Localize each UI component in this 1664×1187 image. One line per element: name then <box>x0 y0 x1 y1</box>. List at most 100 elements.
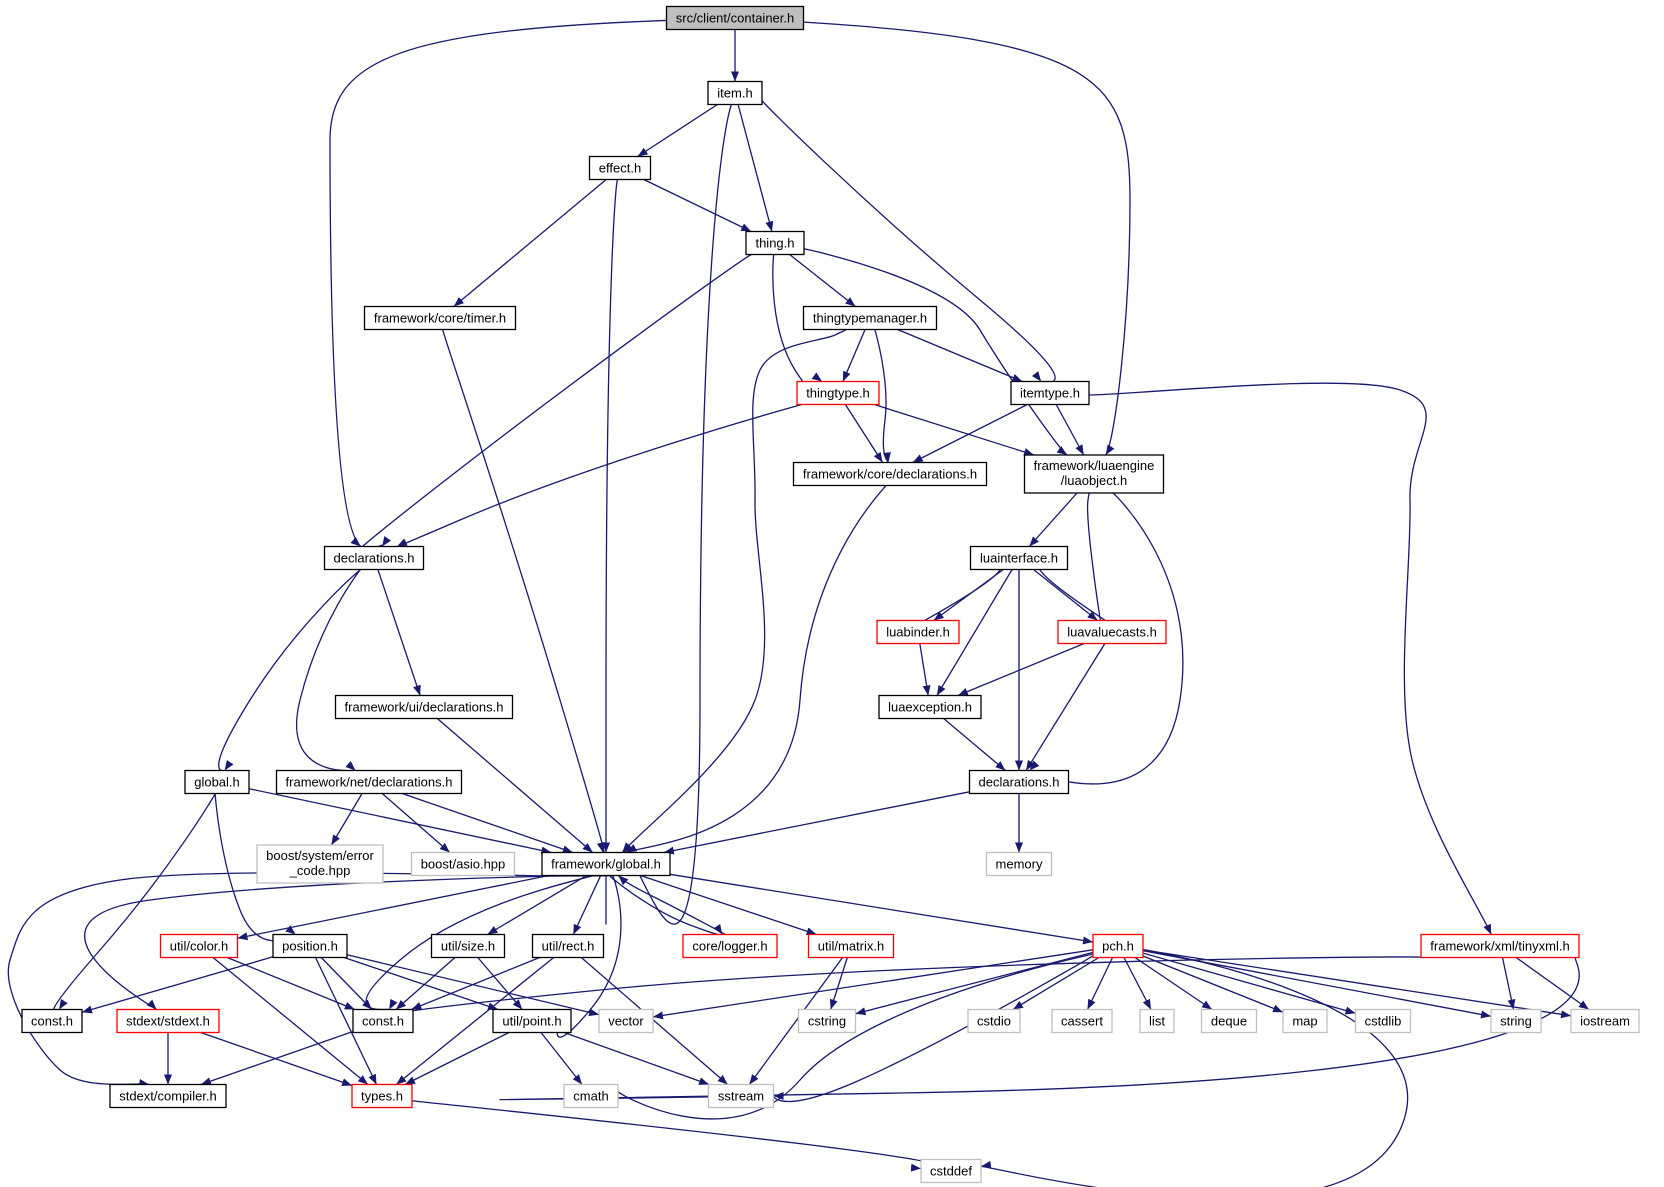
edge-position-to-point <box>343 956 499 1011</box>
node-box <box>792 461 988 487</box>
node-cstring[interactable]: cstring <box>797 1008 857 1034</box>
node-effect[interactable]: effect.h <box>588 155 652 181</box>
node-cassert[interactable]: cassert <box>1051 1008 1113 1034</box>
node-label: framework/net/declarations.h <box>286 775 453 790</box>
edge-color-to-consth2 <box>226 956 356 1011</box>
node-itemtype[interactable]: itemtype.h <box>1010 380 1090 406</box>
edge-fwglobal-to-compiler <box>7 872 615 1087</box>
edge-thingtype-to-luaobject <box>874 403 1035 456</box>
node-box <box>1282 1008 1328 1034</box>
node-string[interactable]: string <box>1490 1008 1542 1034</box>
edge-global-to-fwglobal <box>248 788 552 855</box>
node-consth2[interactable]: const.h <box>352 1008 414 1034</box>
node-luainterface[interactable]: luainterface.h <box>969 545 1069 571</box>
edge-pch-to-cstdio <box>1012 956 1100 1011</box>
node-errorcode[interactable]: boost/system/error_code.hpp <box>256 844 384 884</box>
edge-thingtype-to-decl <box>376 403 802 556</box>
node-luabinder[interactable]: luabinder.h <box>876 619 960 645</box>
node-box <box>1200 1008 1258 1034</box>
edge-fwglobal-to-pch <box>669 873 1094 945</box>
edge-pch-to-vector <box>652 949 1094 1020</box>
node-timer[interactable]: framework/core/timer.h <box>363 305 517 331</box>
node-map[interactable]: map <box>1282 1008 1328 1034</box>
node-stdext[interactable]: stdext/stdext.h <box>116 1008 220 1034</box>
node-position[interactable]: position.h <box>272 933 348 959</box>
node-label: declarations.h <box>334 551 415 566</box>
node-thingtypemanager[interactable]: thingtypemanager.h <box>802 305 938 331</box>
node-color[interactable]: util/color.h <box>159 933 239 959</box>
node-uidecl[interactable]: framework/ui/declarations.h <box>334 694 514 720</box>
edge-luavaluecasts-to-luaexception <box>957 642 1085 697</box>
node-cstdio[interactable]: cstdio <box>967 1008 1021 1034</box>
node-consth1[interactable]: const.h <box>21 1008 83 1034</box>
node-pch[interactable]: pch.h <box>1092 933 1144 959</box>
edge-rect-to-consth2 <box>411 956 540 1011</box>
node-global[interactable]: global.h <box>184 769 250 795</box>
edge-tinyxml-to-iostream <box>1515 956 1590 1011</box>
edge-fwglobal-to-color <box>237 874 550 941</box>
node-cstddef[interactable]: cstddef <box>920 1158 982 1184</box>
node-types[interactable]: types.h <box>351 1083 413 1109</box>
node-luaobject[interactable]: framework/luaengine/luaobject.h <box>1023 454 1165 494</box>
node-iostream[interactable]: iostream <box>1570 1008 1640 1034</box>
node-cstdlib[interactable]: cstdlib <box>1354 1008 1412 1034</box>
node-memory[interactable]: memory <box>985 851 1053 877</box>
node-box <box>968 769 1070 795</box>
node-thing[interactable]: thing.h <box>745 230 805 256</box>
edge-thing-to-thingtypemanager <box>789 253 856 308</box>
edge-pch-to-cmath <box>607 953 1094 1120</box>
node-point[interactable]: util/point.h <box>492 1008 572 1034</box>
node-fwglobal[interactable]: framework/global.h <box>541 851 671 877</box>
node-list[interactable]: list <box>1139 1008 1175 1034</box>
node-asio[interactable]: boost/asio.hpp <box>410 851 516 877</box>
node-label: boost/asio.hpp <box>421 857 506 872</box>
edge-luavaluecasts-to-luadecl <box>1025 643 1106 771</box>
node-item[interactable]: item.h <box>707 80 763 106</box>
node-compiler[interactable]: stdext/compiler.h <box>109 1083 227 1109</box>
edge-fwglobal-to-size <box>487 874 587 936</box>
node-label: luaexception.h <box>888 700 972 715</box>
node-box <box>563 1083 619 1109</box>
node-rect[interactable]: util/rect.h <box>531 933 605 959</box>
node-box <box>878 694 982 720</box>
edge-rect-to-types <box>395 956 555 1086</box>
node-label: const.h <box>362 1014 404 1029</box>
edge-itemtype-to-luaobject <box>1055 404 1085 456</box>
node-luaexception[interactable]: luaexception.h <box>878 694 982 720</box>
node-sstream[interactable]: sstream <box>707 1083 775 1109</box>
node-tinyxml[interactable]: framework/xml/tinyxml.h <box>1420 933 1580 959</box>
node-box <box>807 933 895 959</box>
edge-coredecl-to-fwglobal <box>626 485 887 854</box>
node-deque[interactable]: deque <box>1200 1008 1258 1034</box>
node-label: cstddef <box>930 1164 972 1179</box>
edge-rect-to-sstream <box>580 957 729 1085</box>
node-box <box>184 769 250 795</box>
node-box <box>1092 933 1144 959</box>
edge-thingtype-to-coredecl <box>844 404 884 463</box>
node-box <box>1420 933 1580 959</box>
edge-luavaluecasts-to-luaobject <box>1086 482 1102 621</box>
node-logger[interactable]: core/logger.h <box>682 933 778 959</box>
node-matrix[interactable]: util/matrix.h <box>807 933 895 959</box>
node-luadecl[interactable]: declarations.h <box>968 769 1070 795</box>
edge-types-to-cstddef <box>411 1100 941 1172</box>
node-vector[interactable]: vector <box>598 1008 654 1034</box>
node-cmath[interactable]: cmath <box>563 1083 619 1109</box>
node-label: thingtype.h <box>806 386 870 401</box>
node-label: stdext/stdext.h <box>126 1014 210 1029</box>
node-label: util/size.h <box>441 939 495 954</box>
edge-stdext-to-types <box>200 1031 353 1087</box>
node-container[interactable]: src/client/container.h <box>665 5 805 31</box>
edge-item-to-thing <box>737 104 774 232</box>
node-coredecl[interactable]: framework/core/declarations.h <box>792 461 988 487</box>
node-netdecl[interactable]: framework/net/declarations.h <box>275 769 463 795</box>
node-decl[interactable]: declarations.h <box>323 545 425 571</box>
node-box <box>665 5 805 31</box>
node-thingtype[interactable]: thingtype.h <box>796 380 880 406</box>
edge-thingtypemanager-to-thingtype <box>842 329 866 382</box>
node-box <box>588 155 652 181</box>
node-size[interactable]: util/size.h <box>430 933 506 959</box>
node-luavaluecasts[interactable]: luavaluecasts.h <box>1057 619 1167 645</box>
edge-position-to-types <box>314 957 378 1085</box>
node-box <box>323 545 425 571</box>
